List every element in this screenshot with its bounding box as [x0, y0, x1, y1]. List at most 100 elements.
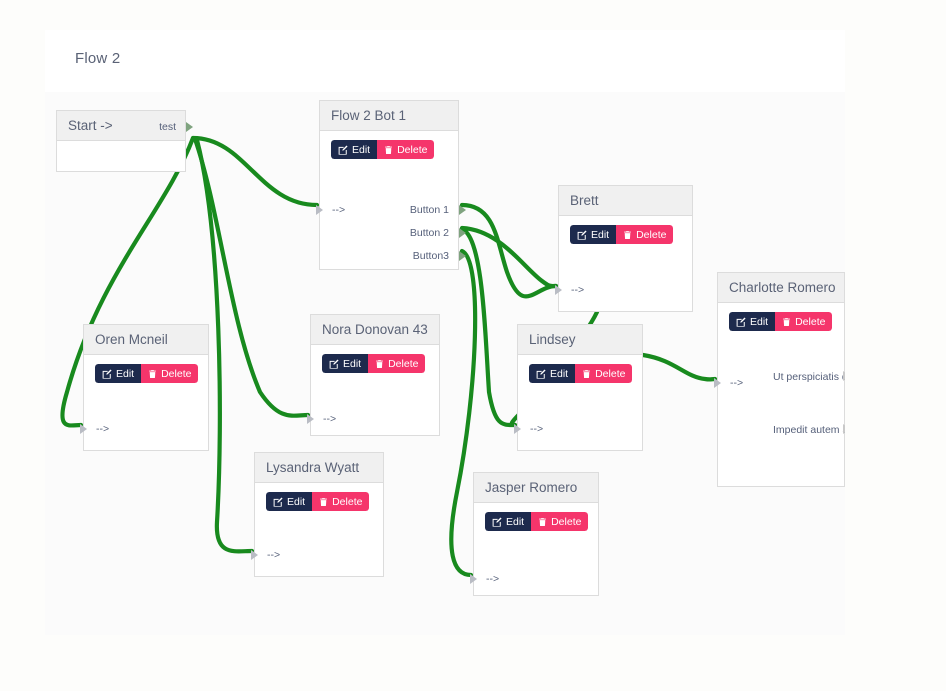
output-port-charlotte-1[interactable]: Impedit autem sapie	[773, 423, 845, 437]
edit-button-jasper[interactable]: Edit	[485, 512, 532, 531]
edit-button-label: Edit	[116, 367, 135, 380]
output-port-start-0[interactable]: test	[159, 121, 193, 134]
output-port-flow2bot1-1[interactable]: Button 2	[409, 227, 466, 240]
delete-button-flow2bot1[interactable]: Delete	[377, 140, 435, 159]
delete-button-label: Delete	[595, 367, 626, 380]
output-port-marker	[843, 424, 845, 434]
input-port-label: -->	[267, 549, 281, 561]
edit-button-flow2bot1[interactable]: Edit	[331, 140, 378, 159]
output-port-flow2bot1-2[interactable]: Button3	[412, 250, 466, 263]
edit-button-label: Edit	[550, 367, 569, 380]
node-title-lindsey: Lindsey	[518, 325, 642, 355]
node-actions-jasper: Edit Delete	[485, 512, 589, 531]
edit-button-label: Edit	[506, 515, 525, 528]
header-card: Flow 2	[45, 30, 845, 92]
edge-start-to-nora[interactable]	[192, 136, 311, 418]
input-port-lysandra-0[interactable]: -->	[251, 549, 281, 562]
trash-icon	[385, 145, 392, 154]
input-port-flow2bot1-0[interactable]: -->	[316, 204, 346, 217]
pencil-square-icon	[273, 496, 283, 507]
trash-icon	[624, 230, 631, 239]
node-body-start: test	[57, 121, 193, 172]
edit-button-lysandra[interactable]: Edit	[266, 492, 313, 511]
edit-button-charlotte[interactable]: Edit	[729, 312, 776, 331]
node-title-charlotte: Charlotte Romero	[718, 273, 844, 303]
trash-icon	[320, 497, 327, 506]
node-actions-charlotte: Edit Delete	[729, 312, 833, 331]
input-port-marker	[307, 414, 314, 424]
input-port-label: -->	[96, 423, 110, 435]
input-port-brett-0[interactable]: -->	[555, 284, 585, 297]
output-port-label: Ut perspiciatis qua	[773, 371, 845, 383]
edge-lindsey-to-charlotte[interactable]	[640, 352, 718, 382]
input-port-lindsey-0[interactable]: -->	[514, 423, 544, 436]
input-port-label: -->	[530, 423, 544, 435]
node-actions-lysandra: Edit Delete	[266, 492, 370, 511]
edge-button2-to-lindsey[interactable]	[459, 226, 518, 428]
edit-button-nora[interactable]: Edit	[322, 354, 369, 373]
node-actions-brett: Edit Delete	[570, 225, 674, 244]
output-port-charlotte-0[interactable]: Ut perspiciatis qua	[773, 370, 845, 384]
pencil-square-icon	[329, 358, 339, 369]
trash-icon	[583, 369, 590, 378]
trash-icon	[783, 317, 790, 326]
node-actions-nora: Edit Delete	[322, 354, 426, 373]
output-port-flow2bot1-0[interactable]: Button 1	[410, 204, 466, 217]
input-port-nora-0[interactable]: -->	[307, 413, 336, 426]
node-body-lysandra: Edit Delete -->	[251, 483, 383, 577]
delete-button-lysandra[interactable]: Delete	[312, 492, 370, 511]
input-port-charlotte-0[interactable]: -->	[714, 377, 744, 390]
input-port-marker	[470, 574, 477, 584]
node-title-jasper: Jasper Romero	[474, 473, 598, 503]
delete-button-oren[interactable]: Delete	[141, 364, 199, 383]
edge-start-to-flow2bot1[interactable]	[190, 135, 320, 208]
edit-button-oren[interactable]: Edit	[95, 364, 142, 383]
input-port-label: -->	[730, 377, 744, 389]
edit-button-label: Edit	[343, 357, 362, 370]
edge-button2-to-brett[interactable]	[459, 225, 559, 289]
trash-icon	[376, 359, 383, 368]
edge-button1-to-brett[interactable]	[459, 202, 559, 299]
input-port-marker	[316, 205, 323, 215]
pencil-square-icon	[338, 144, 348, 155]
trash-icon	[149, 369, 156, 378]
edit-button-brett[interactable]: Edit	[570, 225, 617, 244]
delete-button-label: Delete	[795, 315, 826, 328]
input-port-jasper-0[interactable]: -->	[470, 573, 499, 586]
edge-button3-to-jasper[interactable]	[449, 248, 478, 578]
input-port-label: -->	[571, 284, 585, 296]
output-port-label: Button3	[412, 250, 449, 262]
input-port-marker	[514, 424, 521, 434]
node-actions-oren: Edit Delete	[95, 364, 199, 383]
delete-button-lindsey[interactable]: Delete	[575, 364, 633, 383]
delete-button-nora[interactable]: Delete	[368, 354, 426, 373]
edit-button-lindsey[interactable]: Edit	[529, 364, 576, 383]
edit-button-label: Edit	[591, 228, 610, 241]
node-title-oren: Oren Mcneil	[84, 325, 208, 355]
output-port-marker	[459, 251, 466, 261]
edit-button-label: Edit	[352, 143, 371, 156]
node-start[interactable]: Start ->test	[56, 110, 193, 172]
input-port-label: -->	[332, 204, 346, 216]
input-port-oren-0[interactable]: -->	[80, 423, 110, 436]
pencil-square-icon	[536, 368, 546, 379]
edit-button-label: Edit	[287, 495, 306, 508]
delete-button-jasper[interactable]: Delete	[531, 512, 589, 531]
delete-button-brett[interactable]: Delete	[616, 225, 674, 244]
pencil-square-icon	[492, 516, 502, 527]
edit-button-label: Edit	[750, 315, 769, 328]
delete-button-charlotte[interactable]: Delete	[775, 312, 833, 331]
node-body-charlotte: Edit Delete --> Ut perspiciatis quaImpedit …	[714, 303, 845, 487]
output-port-label: Button 2	[409, 227, 449, 239]
node-actions-flow2bot1: Edit Delete	[331, 140, 435, 159]
trash-icon	[539, 517, 546, 526]
